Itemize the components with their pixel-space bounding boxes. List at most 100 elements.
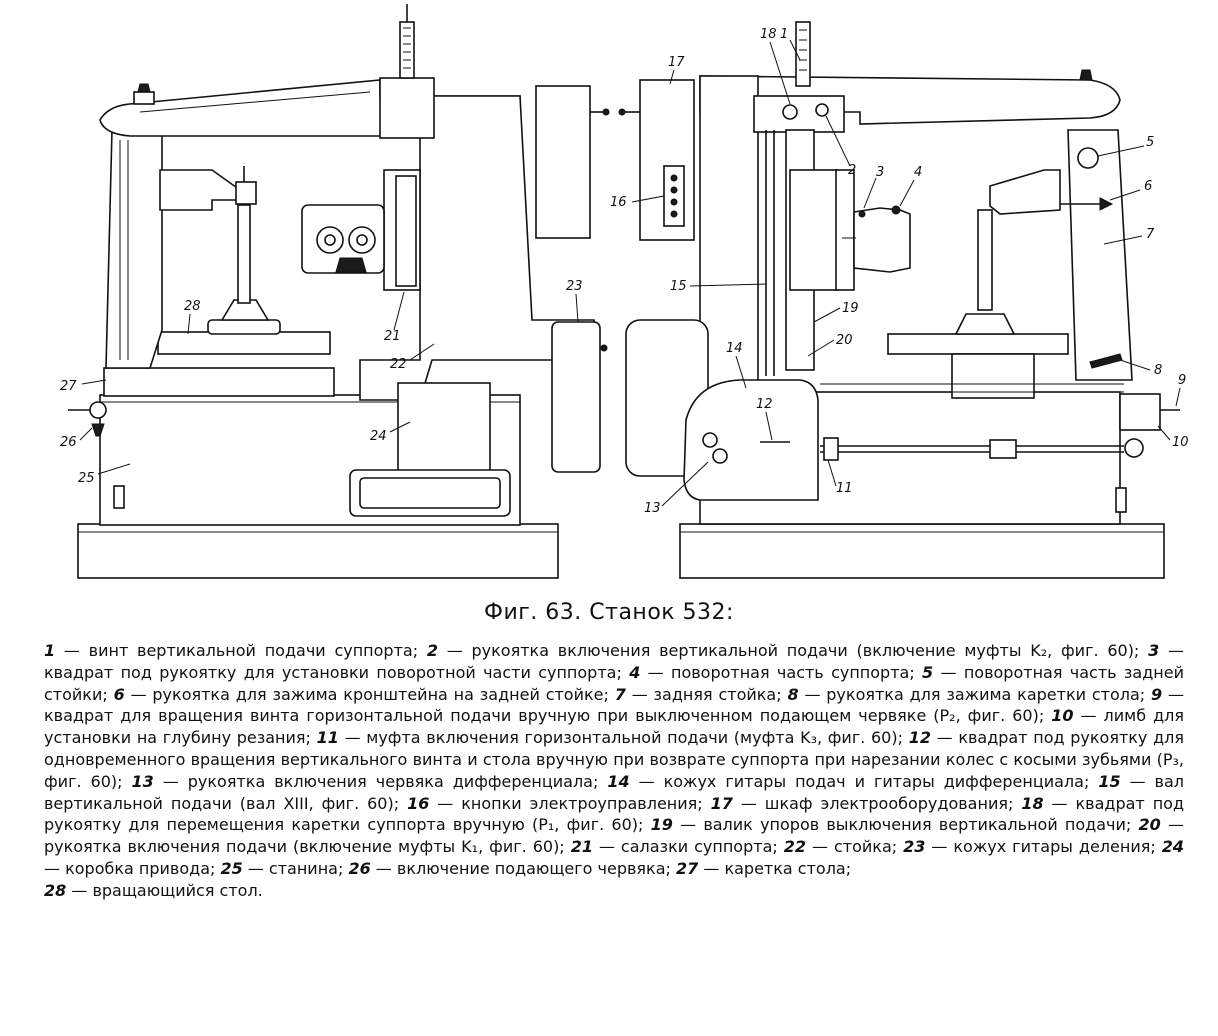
legend-item: 21 — салазки суппорта;	[571, 837, 784, 856]
legend-item: 28 — вращающийся стол.	[44, 881, 263, 900]
legend-item-text: — квадрат под рукоятку для одновременног…	[44, 728, 1184, 791]
legend-item-text: — кожух гитары деления;	[925, 837, 1162, 857]
legend-item: 26 — включение подающего червяка;	[348, 859, 676, 878]
legend-item-number: 17	[710, 793, 733, 813]
legend-item-text: — квадрат под рукоятку для установки пов…	[44, 641, 1184, 682]
legend-item-number: 14	[607, 771, 630, 791]
legend-item-number: 28	[44, 880, 67, 900]
legend-item-number: 22	[783, 837, 807, 857]
legend-item-text: — поворотная часть суппорта;	[640, 662, 923, 682]
callout-8: 8	[1154, 363, 1162, 378]
legend-item: 18 — квадрат под рукоятку для перемещени…	[44, 794, 1184, 835]
legend-item: 22 — стойка;	[784, 837, 903, 856]
callout-16: 16	[610, 195, 627, 210]
callout-5: 5	[1146, 135, 1154, 150]
legend-item-number: 26	[348, 858, 371, 878]
left-view-drawing	[68, 4, 610, 579]
legend-item-number: 3	[1148, 641, 1160, 660]
callout-7: 7	[1146, 227, 1155, 242]
legend-item: 15 — вал вертикальной подачи (вал XIII, …	[44, 772, 1184, 813]
legend-item-number: 5	[922, 662, 934, 682]
legend-item-number: 13	[131, 771, 154, 791]
callout-28: 28	[184, 299, 201, 314]
legend-item-text: — шкаф электрооборудования;	[732, 793, 1022, 813]
callout-1: 1	[780, 27, 788, 42]
legend-item-text: — рукоятка включения подачи (включение м…	[44, 815, 1184, 857]
legend-item: 3 — квадрат под рукоятку для установки п…	[44, 641, 1184, 682]
callout-22: 22	[390, 357, 407, 372]
legend-item-text: — стойка;	[806, 837, 904, 857]
legend-item: 2 — рукоятка включения вертикальной пода…	[427, 641, 1148, 660]
callout-17: 17	[668, 55, 685, 70]
callout-18: 18	[760, 27, 777, 42]
legend-item: 14 — кожух гитары подач и гитары диффере…	[607, 772, 1098, 791]
legend-item-text: — рукоятка включения червяка дифференциа…	[153, 771, 608, 791]
legend-item: 5 — поворотная часть задней стойки;	[44, 663, 1184, 704]
callout-3: 3	[876, 165, 884, 180]
legend-item: 9 — квадрат для вращения винта горизонта…	[44, 685, 1184, 726]
legend-item-text: — рукоятка для зажима каретки стола;	[798, 684, 1152, 704]
legend-item-number: 16	[407, 793, 430, 813]
legend-item-text: — включение подающего червяка;	[370, 858, 676, 878]
legend-item: 27 — каретка стола;	[676, 859, 851, 878]
legend-item-number: 19	[650, 815, 673, 835]
legend-item-number: 1	[44, 641, 56, 660]
legend-item-text: — салазки суппорта;	[592, 837, 784, 857]
callout-labels: 1 2 3 4 5 6 7 8 9 10 11 12 13 14 15 16 1…	[60, 27, 1189, 516]
callout-23: 23	[566, 279, 583, 294]
callout-4: 4	[914, 165, 922, 180]
figure-caption: Фиг. 63. Станок 532:	[484, 600, 734, 625]
callout-13: 13	[644, 501, 661, 516]
legend-item: 19 — валик упоров выключения вертикально…	[651, 815, 1139, 834]
legend-item-number: 25	[220, 858, 243, 878]
legend-item-number: 27	[676, 858, 699, 878]
legend-item-text: — рукоятка включения вертикальной подачи…	[438, 641, 1149, 660]
callout-2: 2	[848, 163, 856, 178]
legend-item-text: — лимб для установки на глубину резания;	[44, 706, 1184, 748]
callout-25: 25	[78, 471, 95, 486]
legend-item-text: — валик упоров выключения вертикальной п…	[672, 815, 1139, 835]
callout-26: 26	[60, 435, 77, 450]
callout-21: 21	[384, 329, 401, 344]
legend-item: 11 — муфта включения горизонтальной пода…	[317, 728, 909, 747]
legend-item-number: 8	[787, 684, 799, 704]
legend-item-text: — квадрат для вращения винта горизонталь…	[44, 684, 1185, 726]
right-view-drawing	[618, 21, 1180, 579]
legend-item: 24 — коробка привода;	[44, 837, 1184, 878]
callout-27: 27	[60, 379, 77, 394]
legend-item-text: — рукоятка для зажима кронштейна на задн…	[124, 684, 615, 704]
legend-item-text: — задняя стойка;	[625, 684, 788, 704]
figure-legend: 1 — винт вертикальной подачи суппорта; 2…	[44, 640, 1184, 902]
legend-item-number: 11	[316, 728, 339, 748]
legend-item: 17 — шкаф электрооборудования;	[711, 794, 1022, 813]
legend-item-text: — поворотная часть задней стойки;	[44, 662, 1185, 704]
legend-item-text: — кнопки электроуправления;	[429, 793, 711, 813]
legend-item: 7 — задняя стойка;	[615, 685, 788, 704]
legend-item-text: — муфта включения горизонтальной подачи …	[338, 728, 909, 748]
callout-15: 15	[670, 279, 687, 294]
callout-19: 19	[842, 301, 859, 316]
legend-item: 13 — рукоятка включения червяка дифферен…	[132, 772, 608, 791]
legend-item-text: — станина;	[242, 858, 349, 878]
legend-item: 10 — лимб для установки на глубину резан…	[44, 706, 1184, 747]
legend-item: 20 — рукоятка включения подачи (включени…	[44, 815, 1184, 856]
legend-item-number: 20	[1138, 815, 1161, 835]
legend-item-text: — вал вертикальной подачи (вал XIII, фиг…	[44, 771, 1184, 813]
legend-item: 8 — рукоятка для зажима каретки стола;	[787, 685, 1151, 704]
legend-item: 1 — винт вертикальной подачи суппорта;	[44, 641, 427, 660]
callout-24: 24	[370, 429, 387, 444]
legend-item-number: 6	[113, 684, 125, 704]
legend-item-text: — коробка привода;	[44, 858, 221, 878]
legend-item: 6 — рукоятка для зажима кронштейна на за…	[114, 685, 615, 704]
legend-item: 16 — кнопки электроуправления;	[407, 794, 711, 813]
legend-item-text: — каретка стола;	[698, 858, 852, 878]
callout-20: 20	[836, 333, 853, 348]
machine-drawing: 1 2 3 4 5 6 7 8 9 10 11 12 13 14 15 16 1…	[60, 4, 1189, 579]
legend-item-number: 12	[908, 728, 931, 748]
legend-item-text: — квадрат под рукоятку для перемещения к…	[44, 793, 1185, 835]
legend-item-text: — кожух гитары подач и гитары дифференци…	[629, 771, 1099, 791]
legend-item: 12 — квадрат под рукоятку для одновремен…	[44, 728, 1184, 791]
legend-item-number: 18	[1021, 793, 1044, 813]
legend-item-number: 15	[1098, 771, 1121, 791]
callout-14: 14	[726, 341, 743, 356]
